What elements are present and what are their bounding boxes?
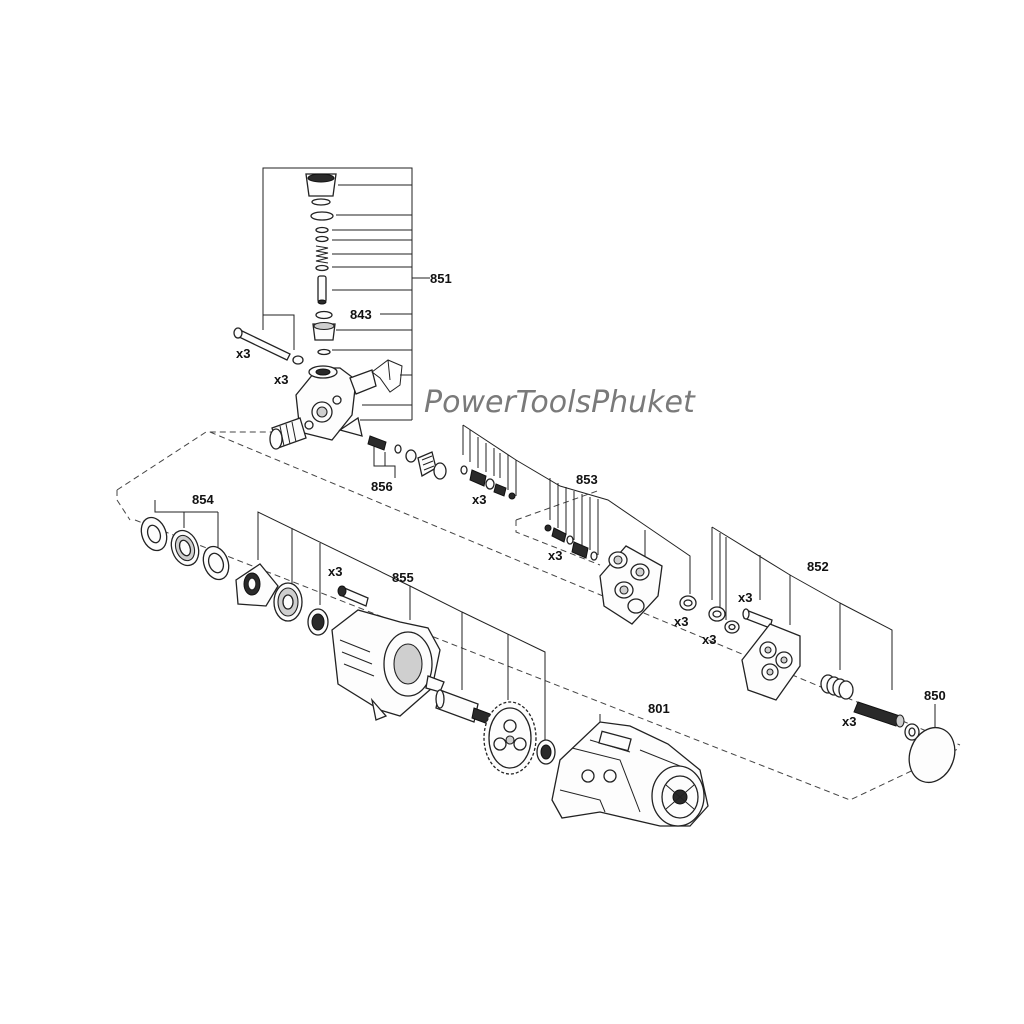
small-washer bbox=[292, 355, 304, 365]
seal-852-a bbox=[708, 606, 726, 622]
qty-bolt-top: x3 bbox=[236, 346, 250, 361]
valve-pin bbox=[317, 275, 327, 305]
pump-cover-852 bbox=[741, 623, 801, 701]
label-843: 843 bbox=[350, 307, 372, 322]
gasket-850 bbox=[908, 704, 956, 784]
gearbox-housing-855 bbox=[331, 609, 445, 721]
watermark-text: PowerToolsPhuket bbox=[424, 385, 696, 420]
bearing-855-b bbox=[536, 739, 556, 765]
label-850: 850 bbox=[924, 688, 946, 703]
valve-insert-856 bbox=[367, 435, 447, 480]
gear-855 bbox=[483, 701, 537, 775]
label-801: 801 bbox=[648, 701, 670, 716]
seal-853 bbox=[679, 595, 697, 611]
bolt-852 bbox=[742, 608, 773, 629]
pump-head-manifold bbox=[269, 365, 377, 450]
screw-855 bbox=[337, 585, 369, 607]
seal-852-c bbox=[904, 723, 920, 741]
qty-853-b: x3 bbox=[548, 548, 562, 563]
washer-854-a bbox=[140, 516, 168, 552]
group-852-leaders bbox=[711, 526, 893, 690]
spring-852 bbox=[820, 674, 854, 700]
group-854-leaders bbox=[154, 500, 219, 548]
group-853-leaders bbox=[462, 424, 691, 594]
valves-853-row-b bbox=[544, 524, 598, 561]
ring-843 bbox=[315, 310, 333, 320]
valve-seat bbox=[312, 321, 336, 356]
piston-852 bbox=[853, 701, 905, 728]
label-856: 856 bbox=[371, 479, 393, 494]
valve-spring bbox=[315, 245, 329, 264]
retaining-clip bbox=[371, 359, 403, 393]
label-853: 853 bbox=[576, 472, 598, 487]
label-852: 852 bbox=[807, 559, 829, 574]
qty-853-a: x3 bbox=[472, 492, 486, 507]
qty-853-c: x3 bbox=[674, 614, 688, 629]
drive-shaft-855 bbox=[435, 689, 491, 725]
group-855-leaders bbox=[257, 511, 546, 740]
long-bolt bbox=[233, 327, 291, 361]
qty-852-a: x3 bbox=[702, 632, 716, 647]
group-851-leaders bbox=[262, 167, 430, 421]
ball-bearing-855 bbox=[273, 582, 303, 622]
qty-852-bolt: x3 bbox=[738, 590, 752, 605]
seal-ring-855 bbox=[307, 608, 329, 636]
bearing-854 bbox=[170, 529, 200, 567]
o-rings-stack bbox=[310, 211, 334, 272]
washer-854-b bbox=[202, 545, 230, 581]
qty-washer-top: x3 bbox=[274, 372, 288, 387]
label-854: 854 bbox=[192, 492, 214, 507]
motor-801 bbox=[551, 714, 709, 827]
valve-cap bbox=[305, 173, 337, 206]
label-851: 851 bbox=[430, 271, 452, 286]
group-856-leaders bbox=[373, 440, 396, 478]
valves-853-row-a bbox=[460, 465, 516, 500]
qty-855: x3 bbox=[328, 564, 342, 579]
seal-852-b bbox=[724, 620, 740, 634]
label-855: 855 bbox=[392, 570, 414, 585]
valve-block-853 bbox=[599, 545, 663, 625]
crank-eccentric bbox=[235, 563, 279, 607]
qty-852-b: x3 bbox=[842, 714, 856, 729]
